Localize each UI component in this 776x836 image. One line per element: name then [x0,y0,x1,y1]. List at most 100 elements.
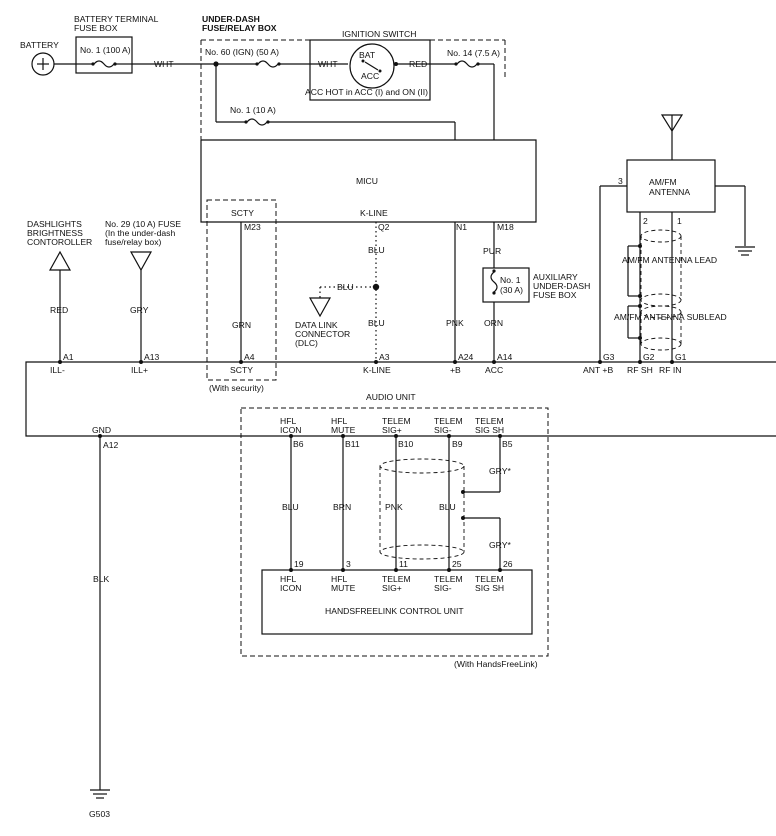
wire-label-blk: BLK [93,574,110,584]
svg-text:19: 19 [294,559,304,569]
wire-label-gry-star-2: GRY* [489,540,511,550]
svg-text:TELEM: TELEM [382,574,411,584]
fuse-no1-100a: No. 1 (100 A) [80,45,131,55]
svg-text:M23: M23 [244,222,261,232]
svg-text:FUSE BOX: FUSE BOX [533,290,577,300]
micu-box: MICU SCTY K-LINE M23 Q2 N1 M18 [200,139,537,232]
audio-unit-label: AUDIO UNIT [366,392,416,402]
svg-text:SIG-: SIG- [434,583,452,593]
svg-text:CONNECTOR: CONNECTOR [295,329,350,339]
svg-text:RF IN: RF IN [659,365,681,375]
svg-text:25: 25 [452,559,462,569]
svg-text:G1: G1 [675,352,687,362]
svg-text:M18: M18 [497,222,514,232]
svg-text:SCTY: SCTY [230,365,253,375]
svg-text:DATA LINK: DATA LINK [295,320,338,330]
svg-text:TELEM: TELEM [382,416,411,426]
svg-text:ANT +B: ANT +B [583,365,613,375]
security-frame [206,199,277,381]
antenna-lead-label: AM/FM ANTENNA LEAD [622,255,717,265]
svg-text:HFL: HFL [331,574,347,584]
svg-text:A3: A3 [379,352,390,362]
wire-label-wht-2: WHT [318,59,338,69]
svg-text:DASHLIGHTS: DASHLIGHTS [27,219,82,229]
svg-text:1: 1 [677,216,682,226]
fuse-no1-10a: No. 1 (10 A) [230,105,276,115]
svg-text:HFL: HFL [280,416,296,426]
wire-label-gry: GRY [130,305,149,315]
ground-label: G503 [89,809,110,819]
svg-text:MUTE: MUTE [331,583,356,593]
svg-text:SCTY: SCTY [231,208,254,218]
battery-label: BATTERY [20,40,59,50]
svg-text:CONTOROLLER: CONTOROLLER [27,237,92,247]
svg-text:A24: A24 [458,352,474,362]
chassis-ground-icon [735,246,755,256]
micu-label: MICU [356,176,378,186]
wire-label-orn: ORN [484,318,503,328]
audio-unit: AUDIO UNIT [25,361,776,437]
wire-label-pur: PUR [483,246,501,256]
svg-text:BAT: BAT [359,50,376,60]
svg-text:G2: G2 [643,352,655,362]
svg-text:A1: A1 [63,352,74,362]
svg-text:3: 3 [346,559,351,569]
antenna-sublead-shield [640,305,682,351]
svg-text:ICON: ICON [280,583,301,593]
wire-label-gry-star-1: GRY* [489,466,511,476]
svg-text:2: 2 [643,216,648,226]
hfl-unit-label: HANDSFREELINK CONTROL UNIT [325,606,464,616]
svg-text:ICON: ICON [280,425,301,435]
antenna-lead-shield [640,229,682,307]
battery: BATTERY [20,40,59,76]
dashlights-controller: DASHLIGHTS BRIGHTNESS CONTOROLLER [27,219,92,271]
svg-text:B10: B10 [398,439,414,449]
wire-label-hfl-blu2: BLU [439,502,456,512]
svg-text:A12: A12 [103,440,119,450]
svg-text:TELEM: TELEM [434,416,463,426]
svg-text:TELEM: TELEM [434,574,463,584]
svg-text:HFL: HFL [280,574,296,584]
svg-text:Q2: Q2 [378,222,390,232]
fuse-no60-ign: No. 60 (IGN) (50 A) [205,47,279,57]
svg-text:ANTENNA: ANTENNA [649,187,690,197]
svg-text:A4: A4 [244,352,255,362]
svg-text:ILL-: ILL- [50,365,65,375]
svg-text:RF SH: RF SH [627,365,653,375]
wire-label-red-dash: RED [50,305,68,315]
svg-text:TELEM: TELEM [475,416,504,426]
ignition-switch: IGNITION SWITCH BAT ACC ACC HOT in ACC (… [305,29,431,101]
svg-text:SIG SH: SIG SH [475,583,504,593]
svg-text:N1: N1 [456,222,467,232]
svg-text:No. 29 (10 A) FUSE: No. 29 (10 A) FUSE [105,219,181,229]
svg-text:UNDER-DASH: UNDER-DASH [202,14,260,24]
svg-text:MUTE: MUTE [331,425,356,435]
svg-text:HFL: HFL [331,416,347,426]
svg-text:IGNITION SWITCH: IGNITION SWITCH [342,29,416,39]
svg-text:11: 11 [399,559,408,569]
svg-text:FUSE BOX: FUSE BOX [74,23,118,33]
svg-text:FUSE/RELAY BOX: FUSE/RELAY BOX [202,23,277,33]
svg-text:B9: B9 [452,439,463,449]
fuse-no29: No. 29 (10 A) FUSE (In the under-dash fu… [105,219,181,272]
battery-terminal-fuse-box: BATTERY TERMINAL FUSE BOX No. 1 (100 A) [74,14,159,74]
svg-text:UNDER-DASH: UNDER-DASH [533,281,590,291]
svg-text:A14: A14 [497,352,513,362]
svg-text:G3: G3 [603,352,615,362]
svg-text:26: 26 [503,559,513,569]
telem-signal-shield [379,458,465,560]
svg-text:ILL+: ILL+ [131,365,148,375]
wire-label-blu-kline: BLU [368,245,385,255]
ground-g503-icon: G503 [89,789,110,819]
wire-label-hfl-brn: BRN [333,502,351,512]
svg-text:ACC: ACC [485,365,503,375]
svg-text:A13: A13 [144,352,160,362]
svg-text:3: 3 [618,176,623,186]
antenna-icon [660,114,684,160]
svg-text:BRIGHTNESS: BRIGHTNESS [27,228,83,238]
am-fm-antenna: AM/FM ANTENNA 3 2 1 [618,159,716,226]
audio-unit-pins: A1 A13 A4 A3 A24 A14 G3 G2 G1 ILL- ILL+ … [50,352,687,450]
svg-text:+B: +B [450,365,461,375]
fuse-no14: No. 14 (7.5 A) [447,48,500,58]
